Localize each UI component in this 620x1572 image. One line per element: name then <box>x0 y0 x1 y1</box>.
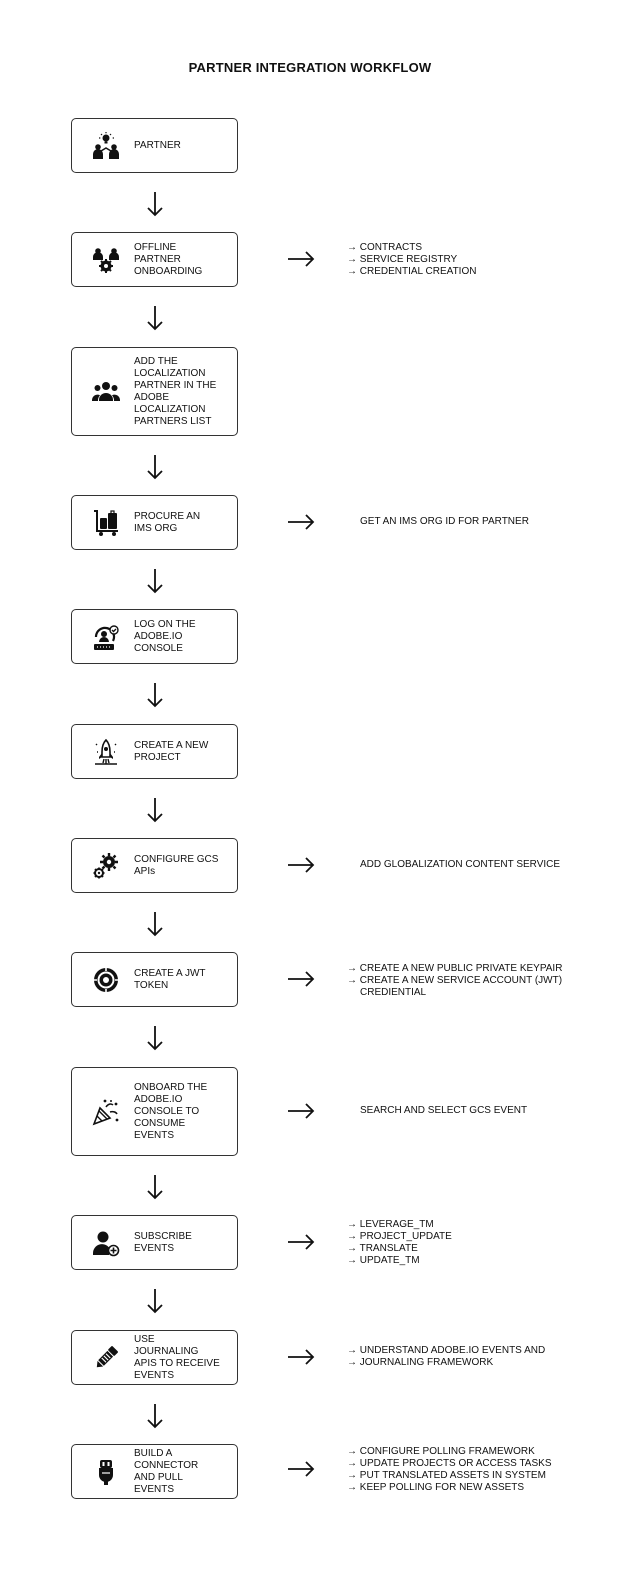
right-arrow <box>287 857 315 873</box>
note-line: → UNDERSTAND ADOBE.IO EVENTS AND <box>347 1345 546 1356</box>
plug-connector-icon <box>92 1458 120 1486</box>
rocket-launch-icon <box>92 738 120 766</box>
note-line: → CREATE A NEW SERVICE ACCOUNT (JWT) <box>347 975 563 986</box>
right-arrow <box>287 1103 315 1119</box>
right-arrow <box>287 1349 315 1365</box>
step-create-jwt-token: CREATE A JWT TOKEN <box>71 952 238 1007</box>
right-arrow <box>287 971 315 987</box>
team-gear-icon <box>92 246 120 274</box>
note-line: → TRANSLATE <box>347 1243 418 1254</box>
right-arrow <box>287 514 315 530</box>
note-line: GET AN IMS ORG ID FOR PARTNER <box>360 516 529 527</box>
token-coin-icon <box>92 966 120 994</box>
step-label: PROCURE AN IMS ORG <box>134 510 201 534</box>
party-popper-icon <box>92 1098 120 1126</box>
note-line: → LEVERAGE_TM <box>347 1219 434 1230</box>
note-line: → UPDATE PROJECTS OR ACCESS TASKS <box>347 1458 552 1469</box>
step-notes: → CREATE A NEW PUBLIC PRIVATE KEYPAIR → … <box>347 963 577 999</box>
note-line: → CREDENTIAL CREATION <box>347 266 477 277</box>
down-arrow <box>145 1403 165 1429</box>
note-line: CREDIENTIAL <box>360 987 427 998</box>
down-arrow <box>145 1288 165 1314</box>
users-group-icon <box>92 378 120 406</box>
step-log-on-console: LOG ON THE ADOBE.IO CONSOLE <box>71 609 238 664</box>
step-label: ONBOARD THE ADOBE.IO CONSOLE TO CONSUME … <box>134 1081 208 1141</box>
note-line: → KEEP POLLING FOR NEW ASSETS <box>347 1482 525 1493</box>
note-line: → CONTRACTS <box>347 242 422 253</box>
step-notes: SEARCH AND SELECT GCS EVENT <box>347 1105 577 1117</box>
step-notes: ADD GLOBALIZATION CONTENT SERVICE <box>347 859 577 871</box>
step-notes: GET AN IMS ORG ID FOR PARTNER <box>347 516 577 528</box>
step-configure-gcs-apis: CONFIGURE GCS APIs <box>71 838 238 893</box>
note-line: ADD GLOBALIZATION CONTENT SERVICE <box>360 859 561 870</box>
step-build-connector: BUILD A CONNECTOR AND PULL EVENTS <box>71 1444 238 1499</box>
pen-tool-icon <box>92 1344 120 1372</box>
step-notes: → LEVERAGE_TM → PROJECT_UPDATE → TRANSLA… <box>347 1219 577 1267</box>
step-partner: PARTNER <box>71 118 238 173</box>
step-procure-ims-org: PROCURE AN IMS ORG <box>71 495 238 550</box>
step-label: CREATE A NEW PROJECT <box>134 739 209 763</box>
down-arrow <box>145 305 165 331</box>
right-arrow <box>287 1234 315 1250</box>
note-line: → CONFIGURE POLLING FRAMEWORK <box>347 1446 535 1457</box>
step-subscribe-events: SUBSCRIBE EVENTS <box>71 1215 238 1270</box>
step-label: CREATE A JWT TOKEN <box>134 967 206 991</box>
down-arrow <box>145 1025 165 1051</box>
note-line: → JOURNALING FRAMEWORK <box>347 1357 494 1368</box>
down-arrow <box>145 191 165 217</box>
user-login-icon <box>92 623 120 651</box>
note-line: SEARCH AND SELECT GCS EVENT <box>360 1105 528 1116</box>
user-add-icon <box>92 1229 120 1257</box>
step-notes: → CONFIGURE POLLING FRAMEWORK → UPDATE P… <box>347 1446 577 1494</box>
step-label: LOG ON THE ADOBE.IO CONSOLE <box>134 618 196 654</box>
note-line: → UPDATE_TM <box>347 1255 420 1266</box>
diagram-title: PARTNER INTEGRATION WORKFLOW <box>188 60 432 75</box>
note-line: → PROJECT_UPDATE <box>347 1231 452 1242</box>
down-arrow <box>145 682 165 708</box>
down-arrow <box>145 911 165 937</box>
luggage-cart-icon <box>92 509 120 537</box>
idea-team-icon <box>92 131 120 160</box>
note-line: → CREATE A NEW PUBLIC PRIVATE KEYPAIR <box>347 963 563 974</box>
right-arrow <box>287 251 315 267</box>
step-label: ADD THE LOCALIZATION PARTNER IN THE ADOB… <box>134 355 217 427</box>
step-offline-partner-onboarding: OFFLINE PARTNER ONBOARDING <box>71 232 238 287</box>
step-notes: → CONTRACTS → SERVICE REGISTRY → CREDENT… <box>347 242 577 278</box>
down-arrow <box>145 568 165 594</box>
step-label: USE JOURNALING APIS TO RECEIVE EVENTS <box>134 1333 220 1381</box>
step-onboard-console-events: ONBOARD THE ADOBE.IO CONSOLE TO CONSUME … <box>71 1067 238 1156</box>
step-use-journaling-apis: USE JOURNALING APIS TO RECEIVE EVENTS <box>71 1330 238 1385</box>
gears-icon <box>92 852 120 880</box>
step-notes: → UNDERSTAND ADOBE.IO EVENTS AND → JOURN… <box>347 1345 577 1369</box>
step-label: BUILD A CONNECTOR AND PULL EVENTS <box>134 1447 199 1495</box>
step-add-localization-partner: ADD THE LOCALIZATION PARTNER IN THE ADOB… <box>71 347 238 436</box>
note-line: → SERVICE REGISTRY <box>347 254 458 265</box>
step-label: PARTNER <box>134 139 181 151</box>
note-line: → PUT TRANSLATED ASSETS IN SYSTEM <box>347 1470 546 1481</box>
down-arrow <box>145 1174 165 1200</box>
step-label: CONFIGURE GCS APIs <box>134 853 219 877</box>
down-arrow <box>145 797 165 823</box>
step-label: OFFLINE PARTNER ONBOARDING <box>134 241 203 277</box>
down-arrow <box>145 454 165 480</box>
step-label: SUBSCRIBE EVENTS <box>134 1230 192 1254</box>
right-arrow <box>287 1461 315 1477</box>
step-create-new-project: CREATE A NEW PROJECT <box>71 724 238 779</box>
